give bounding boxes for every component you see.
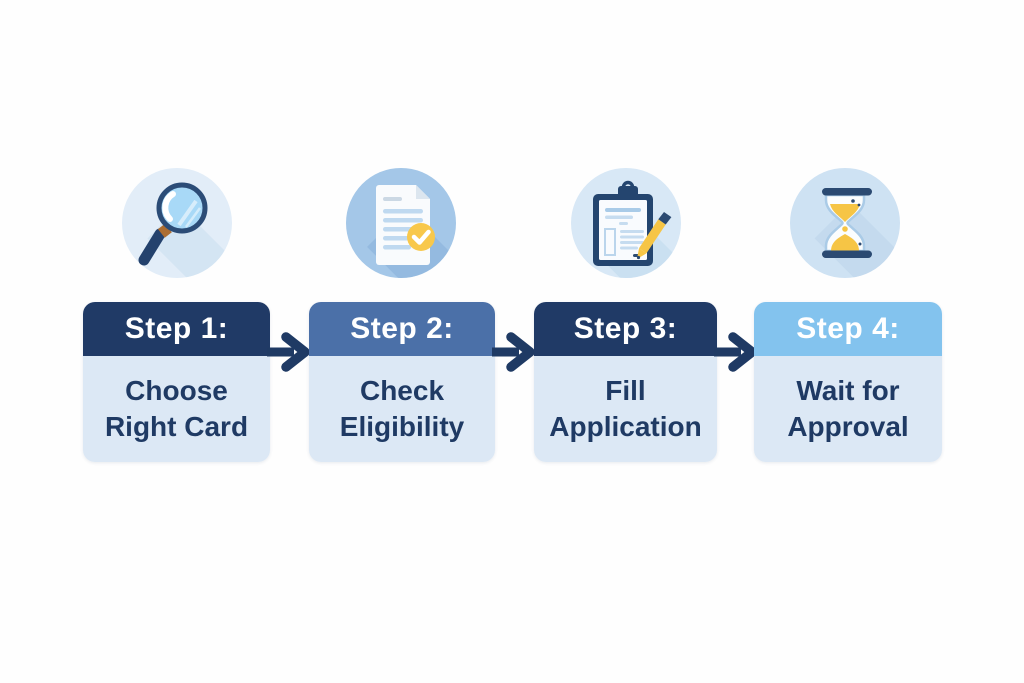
magnifying-glass-icon <box>122 168 232 278</box>
arrow-right-icon <box>492 332 536 372</box>
hourglass-icon <box>790 168 900 278</box>
step-4-header: Step 4: <box>754 302 942 356</box>
step-label: Step 3: <box>573 312 678 345</box>
arrow-right-icon <box>267 332 311 372</box>
step-3-header: Step 3: <box>534 302 717 356</box>
step-card-3: Step 3: Fill Application <box>534 302 717 462</box>
step-title-line: Check <box>359 375 445 406</box>
step-title-line: Right Card <box>104 411 249 442</box>
step-2-header: Step 2: <box>309 302 495 356</box>
step-title-line: Wait for <box>796 375 900 406</box>
document-check-icon <box>346 168 456 278</box>
step-label: Step 4: <box>796 312 900 345</box>
step-label: Step 2: <box>350 312 454 345</box>
step-4-body: Wait for Approval <box>754 356 942 462</box>
clipboard-pencil-icon <box>571 168 681 278</box>
step-title-line: Approval <box>787 411 909 442</box>
step-title-line: Application <box>549 411 702 442</box>
step-label: Step 1: <box>124 312 229 345</box>
step-title-line: Fill <box>605 375 646 406</box>
step-card-1: Step 1: Choose Right Card <box>83 302 270 462</box>
step-title-line: Choose <box>125 375 228 406</box>
step-3-body: Fill Application <box>534 356 717 462</box>
step-card-2: Step 2: Check Eligibility <box>309 302 495 462</box>
step-1-header: Step 1: <box>83 302 270 356</box>
arrow-right-icon <box>714 332 758 372</box>
step-2-body: Check Eligibility <box>309 356 495 462</box>
step-1-body: Choose Right Card <box>83 356 270 462</box>
step-title-line: Eligibility <box>339 411 465 442</box>
step-card-4: Step 4: Wait for Approval <box>754 302 942 462</box>
